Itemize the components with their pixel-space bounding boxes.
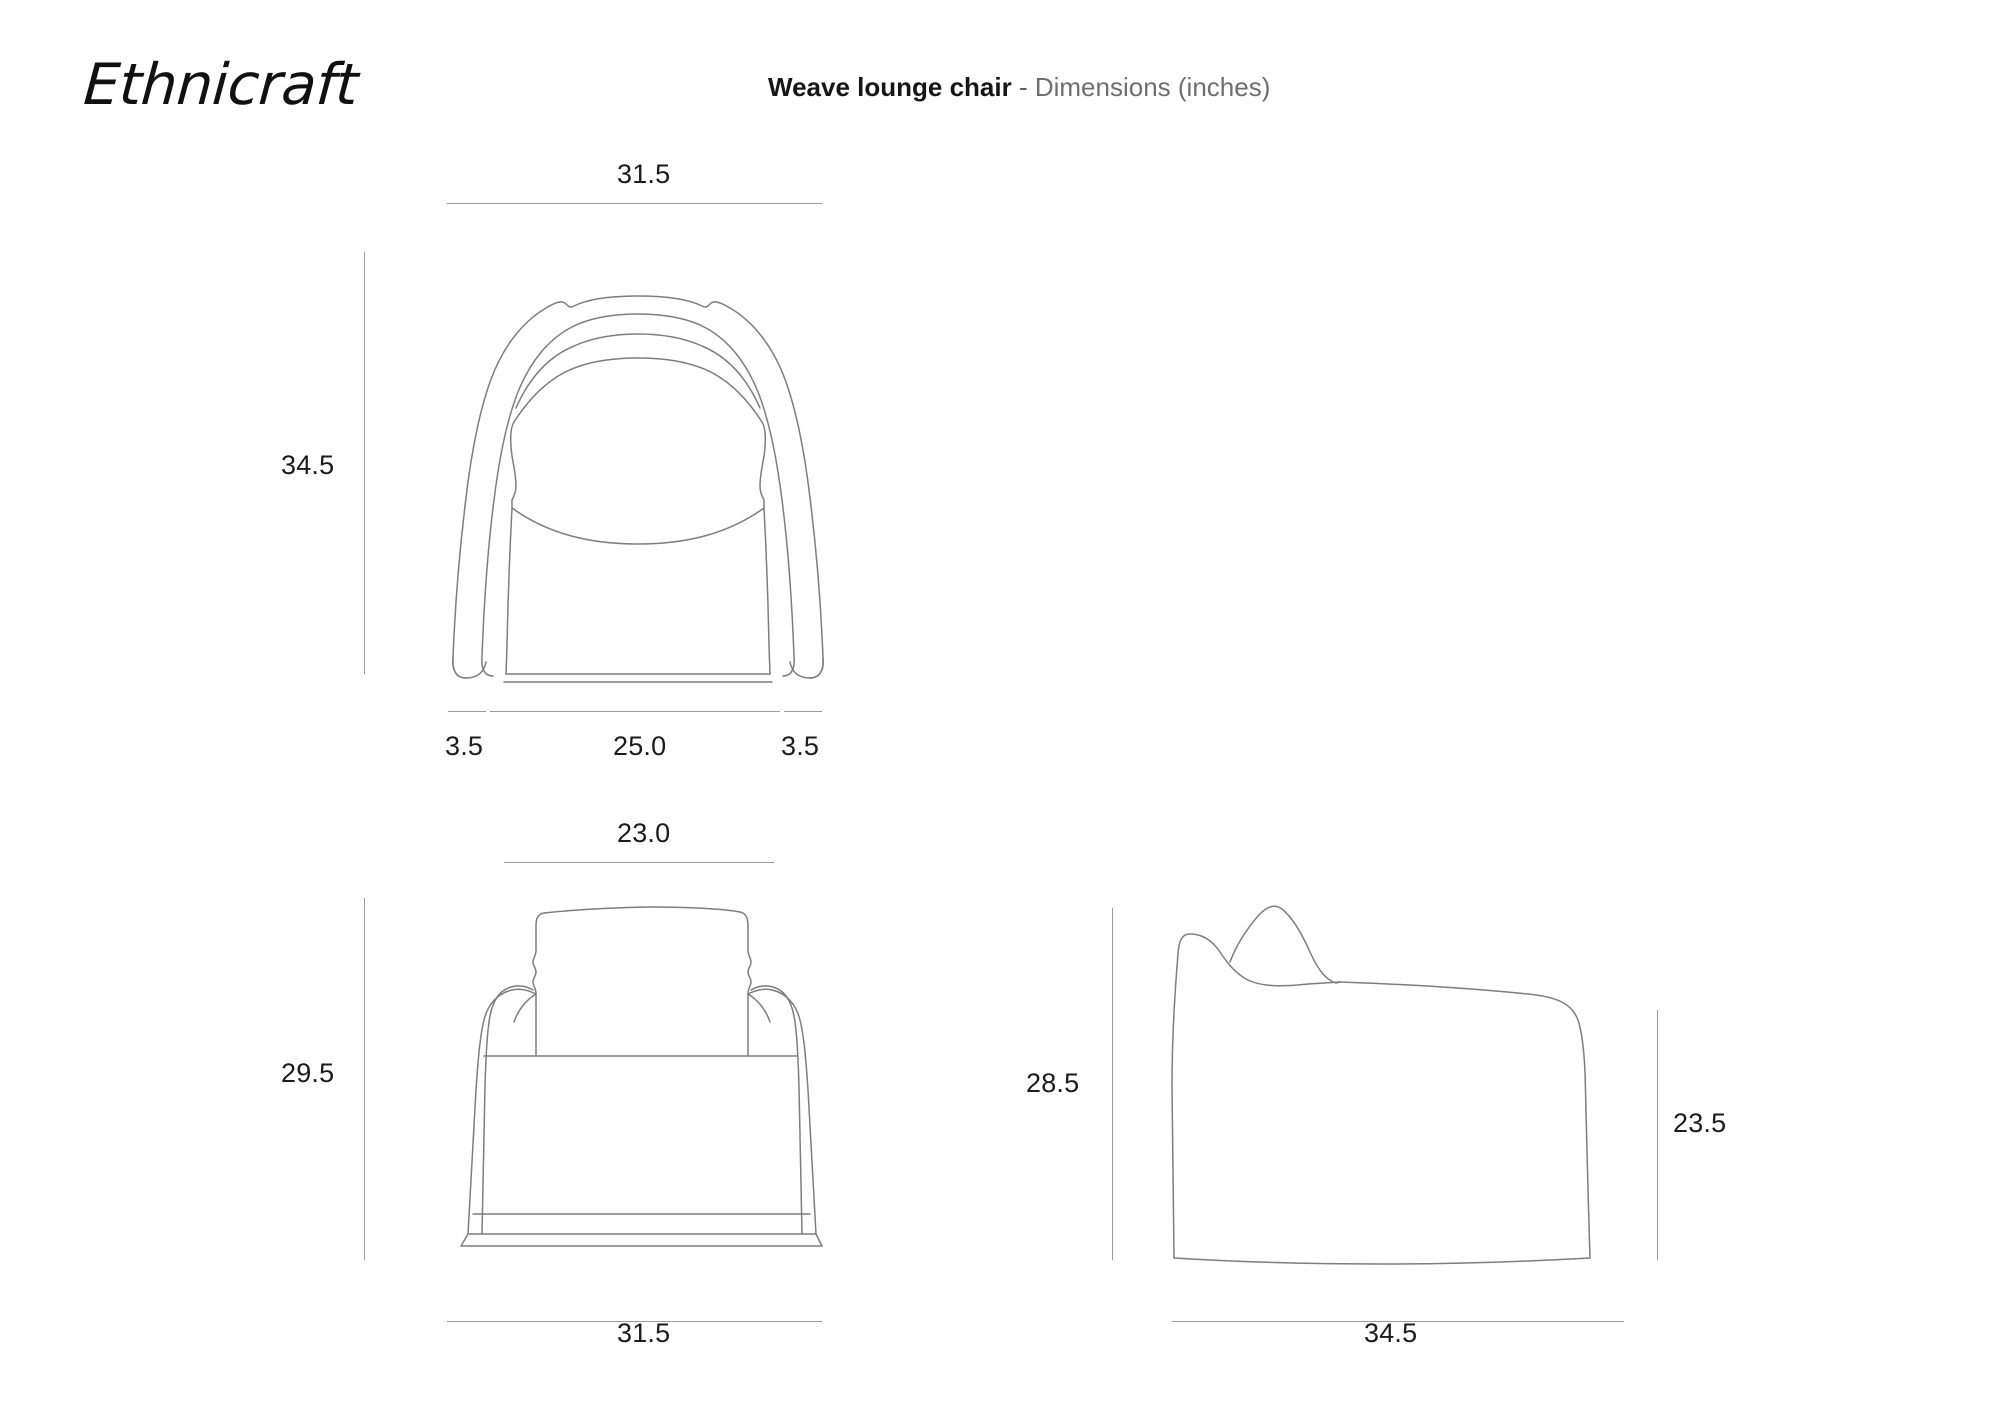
side-view-back-height-dimension-line: [1112, 908, 1113, 1260]
front-view-width-dimension-line: [447, 1321, 822, 1322]
top-view-width-dimension-line: [447, 203, 822, 204]
side-view-front-height-dimension-line: [1657, 1010, 1658, 1260]
top-view-right-arm-dimension-line: [784, 711, 822, 712]
ethnicraft-logo: Ethnicraft: [81, 52, 360, 118]
side-view-front-height-label: 23.5: [1673, 1108, 1727, 1138]
front-view-height-label: 29.5: [281, 1058, 335, 1088]
top-view-left-arm-dimension-line: [448, 711, 486, 712]
page-title: Weave lounge chair - Dimensions (inches): [768, 74, 1270, 100]
front-view-height-dimension-line: [364, 898, 365, 1260]
front-view-backrest-width-label: 23.0: [617, 818, 671, 848]
title-separator: -: [1011, 72, 1035, 102]
top-view-right-arm-label: 3.5: [781, 731, 820, 761]
front-view-backrest-dimension-line: [504, 862, 774, 863]
side-view-back-height-label: 28.5: [1026, 1068, 1080, 1098]
top-view-left-arm-label: 3.5: [445, 731, 484, 761]
side-elevation-view-drawing: [1168, 890, 1628, 1262]
top-view-height-label: 34.5: [281, 450, 335, 480]
top-view-height-dimension-line: [364, 252, 365, 674]
top-view-width-label: 31.5: [617, 159, 671, 189]
front-elevation-view-drawing: [440, 890, 836, 1262]
product-name: Weave lounge chair: [768, 72, 1012, 102]
top-plan-view-drawing: [438, 246, 838, 682]
side-view-depth-label: 34.5: [1364, 1318, 1418, 1348]
side-view-depth-dimension-line: [1172, 1321, 1624, 1322]
top-view-seat-width-label: 25.0: [613, 731, 667, 761]
top-view-seat-dimension-line: [490, 711, 780, 712]
front-view-width-label: 31.5: [617, 1318, 671, 1348]
title-subtitle: Dimensions (inches): [1034, 72, 1271, 102]
